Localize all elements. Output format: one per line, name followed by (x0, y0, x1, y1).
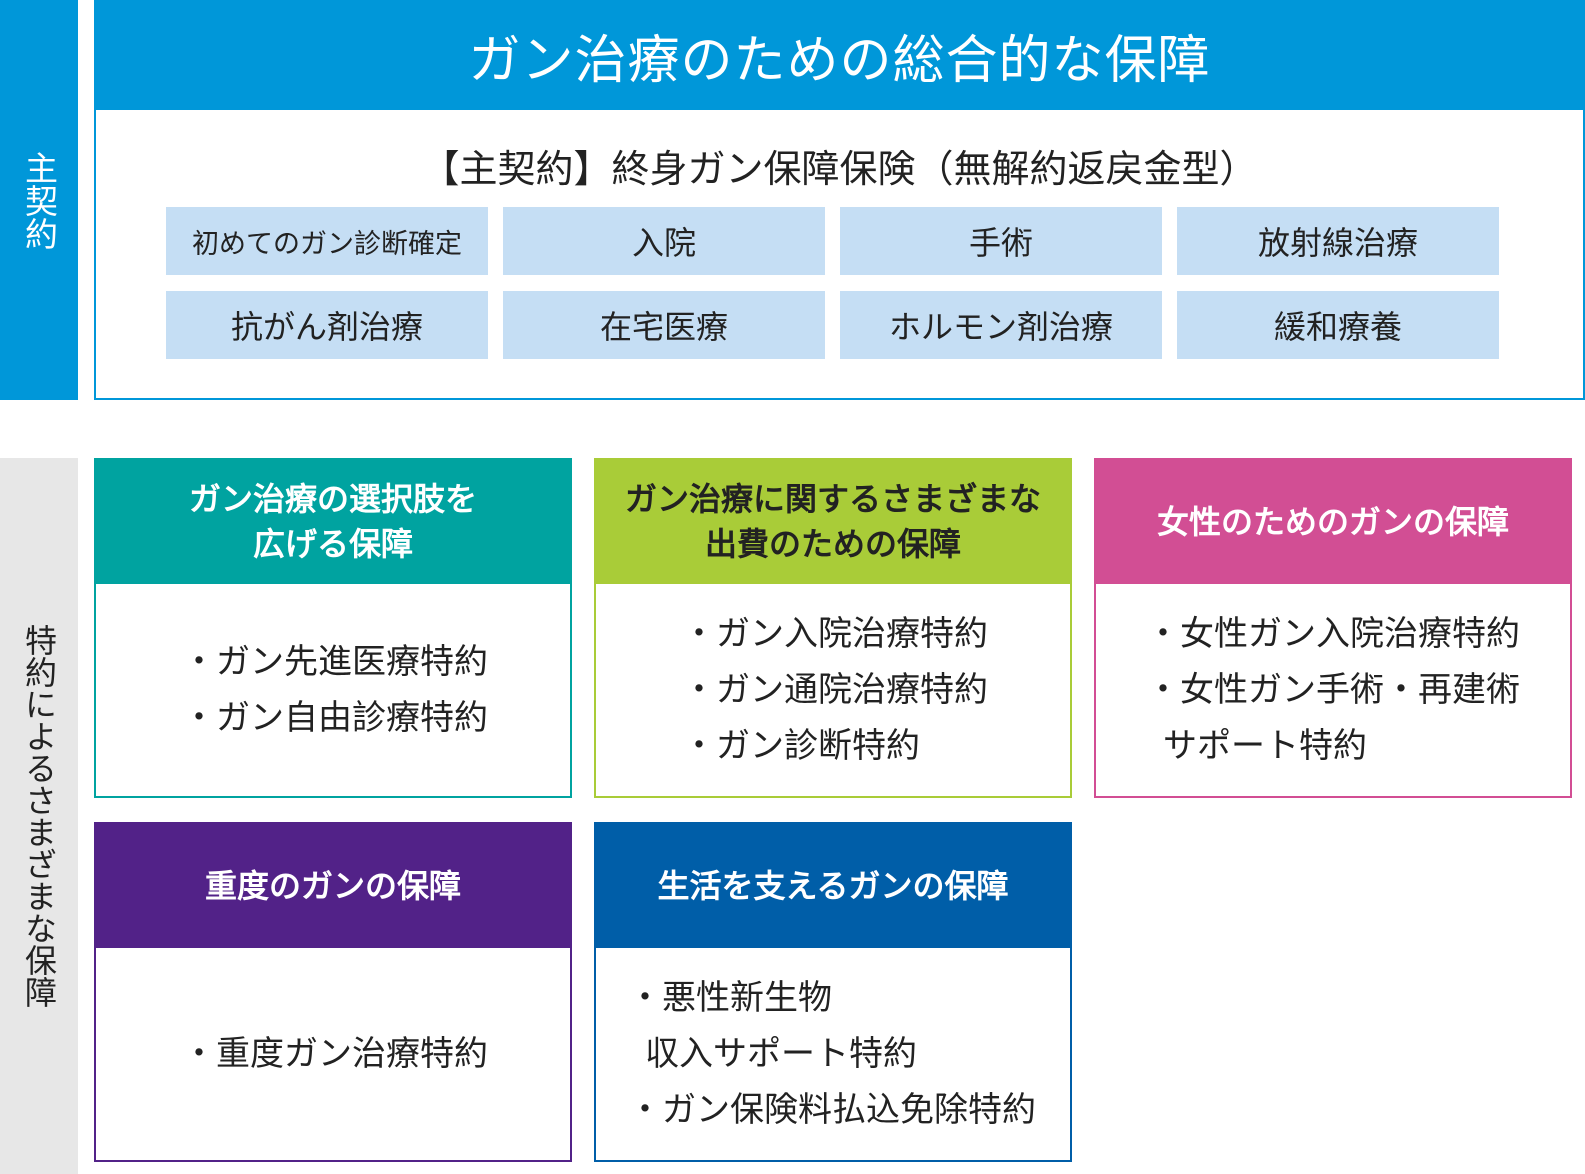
rider-card-treatment-options: ガン治療の選択肢を 広げる保障 ・ガン先進医療特約 ・ガン自由診療特約 (94, 458, 572, 798)
rider-card-title: ガン治療の選択肢を 広げる保障 (96, 460, 570, 584)
riders-side-label: 特約によるさまざまな保障 (0, 458, 78, 1174)
rider-card-women: 女性のためのガンの保障 ・女性ガン入院治療特約 ・女性ガン手術・再建術 サポート… (1094, 458, 1572, 798)
rider-card-severe: 重度のガンの保障 ・重度ガン治療特約 (94, 822, 572, 1162)
rider-card-body: ・悪性新生物 収入サポート特約 ・ガン保険料払込免除特約 (596, 948, 1070, 1160)
riders-side-text: 特約によるさまざまな保障 (20, 624, 58, 1008)
rider-item: ・悪性新生物 収入サポート特約 (628, 977, 917, 1074)
rider-card-title: ガン治療に関するさまざまな 出費のための保障 (596, 460, 1070, 584)
rider-card-title: 重度のガンの保障 (96, 824, 570, 948)
benefit-initial-diagnosis: 初めてのガン診断確定 (166, 207, 488, 275)
benefit-surgery: 手術 (840, 207, 1162, 275)
rider-card-body: ・ガン入院治療特約 ・ガン通院治療特約 ・ガン診断特約 (596, 584, 1070, 796)
main-contract-side-text: 主契約 (19, 150, 59, 250)
rider-item: ・重度ガン治療特約 (182, 1033, 488, 1074)
main-contract-box: 【主契約】終身ガン保障保険（無解約返戻金型） 初めてのガン診断確定 入院 手術 … (94, 110, 1585, 400)
rider-item: ・ガン自由診療特約 (182, 698, 488, 738)
benefit-palliative-care: 緩和療養 (1177, 291, 1499, 359)
rider-card-body: ・女性ガン入院治療特約 ・女性ガン手術・再建術 サポート特約 (1096, 584, 1570, 796)
rider-item: ・ガン入院治療特約 (682, 613, 988, 654)
rider-item: ・女性ガン入院治療特約 (1146, 613, 1520, 654)
rider-card-title: 生活を支えるガンの保障 (596, 824, 1070, 948)
rider-card-title: 女性のためのガンの保障 (1096, 460, 1570, 584)
benefit-hospitalization: 入院 (503, 207, 825, 275)
main-contract-side-label: 主契約 (0, 0, 78, 400)
benefit-home-medical: 在宅医療 (503, 291, 825, 359)
benefit-radiation: 放射線治療 (1177, 207, 1499, 275)
main-contract-name: 【主契約】終身ガン保障保険（無解約返戻金型） (421, 147, 1258, 191)
rider-item: ・ガン診断特約 (682, 726, 920, 767)
rider-item: ・女性ガン手術・再建術 サポート特約 (1146, 669, 1520, 767)
rider-card-various-expenses: ガン治療に関するさまざまな 出費のための保障 ・ガン入院治療特約 ・ガン通院治療… (594, 458, 1072, 798)
rider-item: ・ガン先進医療特約 (182, 641, 488, 682)
rider-item: ・ガン保険料払込免除特約 (628, 1090, 1036, 1131)
rider-card-body: ・ガン先進医療特約 ・ガン自由診療特約 (96, 584, 570, 796)
rider-card-living-support: 生活を支えるガンの保障 ・悪性新生物 収入サポート特約 ・ガン保険料払込免除特約 (594, 822, 1072, 1162)
rider-item: ・ガン通院治療特約 (682, 669, 988, 710)
rider-card-body: ・重度ガン治療特約 (96, 948, 570, 1160)
benefit-anticancer-drug: 抗がん剤治療 (166, 291, 488, 359)
benefit-hormone-drug: ホルモン剤治療 (840, 291, 1162, 359)
main-header-title: ガン治療のための総合的な保障 (94, 0, 1585, 110)
